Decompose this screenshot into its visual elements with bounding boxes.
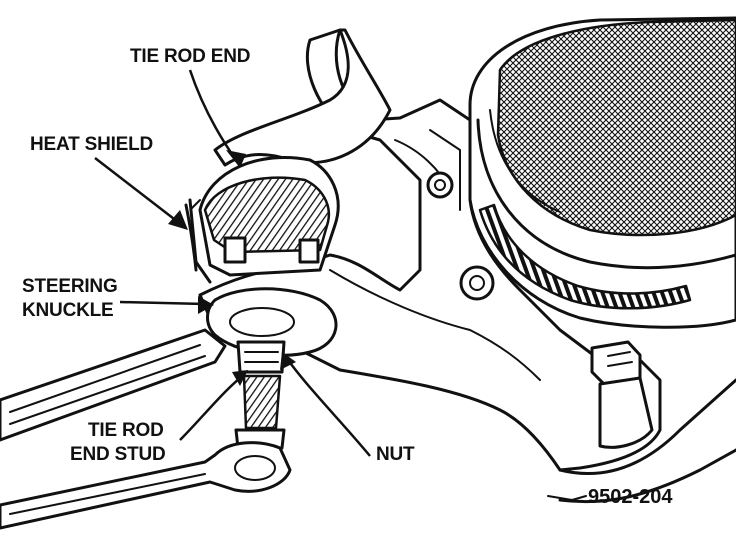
- label-tie-rod-end-stud-line2: END STUD: [70, 444, 166, 465]
- leader-nut: [280, 352, 371, 457]
- tie-rod-end-stud: [234, 340, 286, 450]
- steering-knuckle: [198, 28, 736, 504]
- leader-tie-rod-end: [188, 69, 246, 168]
- label-tie-rod-end: TIE ROD END: [130, 46, 250, 67]
- leader-figure-id: [547, 495, 587, 501]
- label-heat-shield: HEAT SHIELD: [30, 134, 153, 155]
- leader-steering-knuckle: [119, 296, 214, 314]
- wrench-lower: [0, 441, 292, 530]
- leader-tie-rod-end-stud: [179, 370, 248, 441]
- figure-id: 9502-204: [588, 486, 673, 508]
- leader-heat-shield: [94, 157, 188, 230]
- label-tie-rod-end-stud-line1: TIE ROD: [88, 420, 164, 441]
- wrench-upper: [0, 328, 227, 442]
- label-steering-knuckle-line2: KNUCKLE: [22, 300, 114, 321]
- heat-shield: [184, 199, 201, 272]
- knuckle-arm-tip: [206, 287, 338, 357]
- brake-rotor-assembly: [468, 16, 736, 329]
- label-steering-knuckle-line1: STEERING: [22, 276, 118, 297]
- label-nut: NUT: [376, 444, 415, 465]
- tie-rod-end-housing: [188, 155, 340, 284]
